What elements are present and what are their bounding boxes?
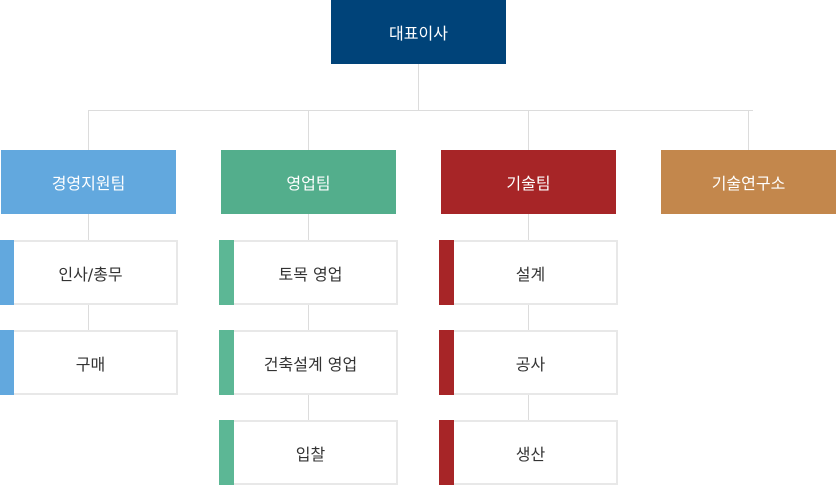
sub-team-box: 인사/총무 [0, 240, 178, 305]
sub-team-box: 건축설계 영업 [219, 330, 398, 395]
color-bar [219, 330, 234, 395]
color-bar [219, 420, 234, 485]
sub-team-label: 토목 영업 [278, 264, 343, 284]
connector-line [418, 64, 419, 110]
color-bar [0, 330, 14, 395]
sub-team-label: 입찰 [295, 444, 326, 464]
connector-line [308, 214, 309, 420]
team-box: 기술팀 [441, 150, 616, 214]
sub-team-box: 설계 [439, 240, 618, 305]
sub-team-box: 토목 영업 [219, 240, 398, 305]
team-box: 영업팀 [221, 150, 396, 214]
team-box: 기술연구소 [661, 150, 836, 214]
sub-team-label: 인사/총무 [58, 264, 123, 284]
ceo-box: 대표이사 [331, 0, 506, 64]
sub-team-label: 건축설계 영업 [263, 354, 358, 374]
team-box: 경영지원팀 [1, 150, 176, 214]
team-label: 영업팀 [286, 174, 331, 193]
connector-line [308, 110, 309, 150]
team-label: 경영지원팀 [51, 174, 126, 193]
connector-line [748, 110, 749, 150]
color-bar [219, 240, 234, 305]
connector-line [88, 110, 89, 150]
connector-line [528, 110, 529, 150]
color-bar [439, 330, 454, 395]
sub-team-label: 생산 [515, 444, 546, 464]
color-bar [439, 420, 454, 485]
team-label: 기술팀 [506, 174, 551, 193]
sub-team-label: 구매 [75, 354, 106, 374]
connector-line [88, 110, 753, 111]
color-bar [439, 240, 454, 305]
connector-line [528, 214, 529, 420]
sub-team-box: 공사 [439, 330, 618, 395]
sub-team-box: 입찰 [219, 420, 398, 485]
color-bar [0, 240, 14, 305]
sub-team-label: 설계 [515, 264, 546, 284]
sub-team-box: 구매 [0, 330, 178, 395]
team-label: 기술연구소 [711, 174, 786, 193]
ceo-label: 대표이사 [389, 24, 448, 43]
sub-team-label: 공사 [515, 354, 546, 374]
sub-team-box: 생산 [439, 420, 618, 485]
